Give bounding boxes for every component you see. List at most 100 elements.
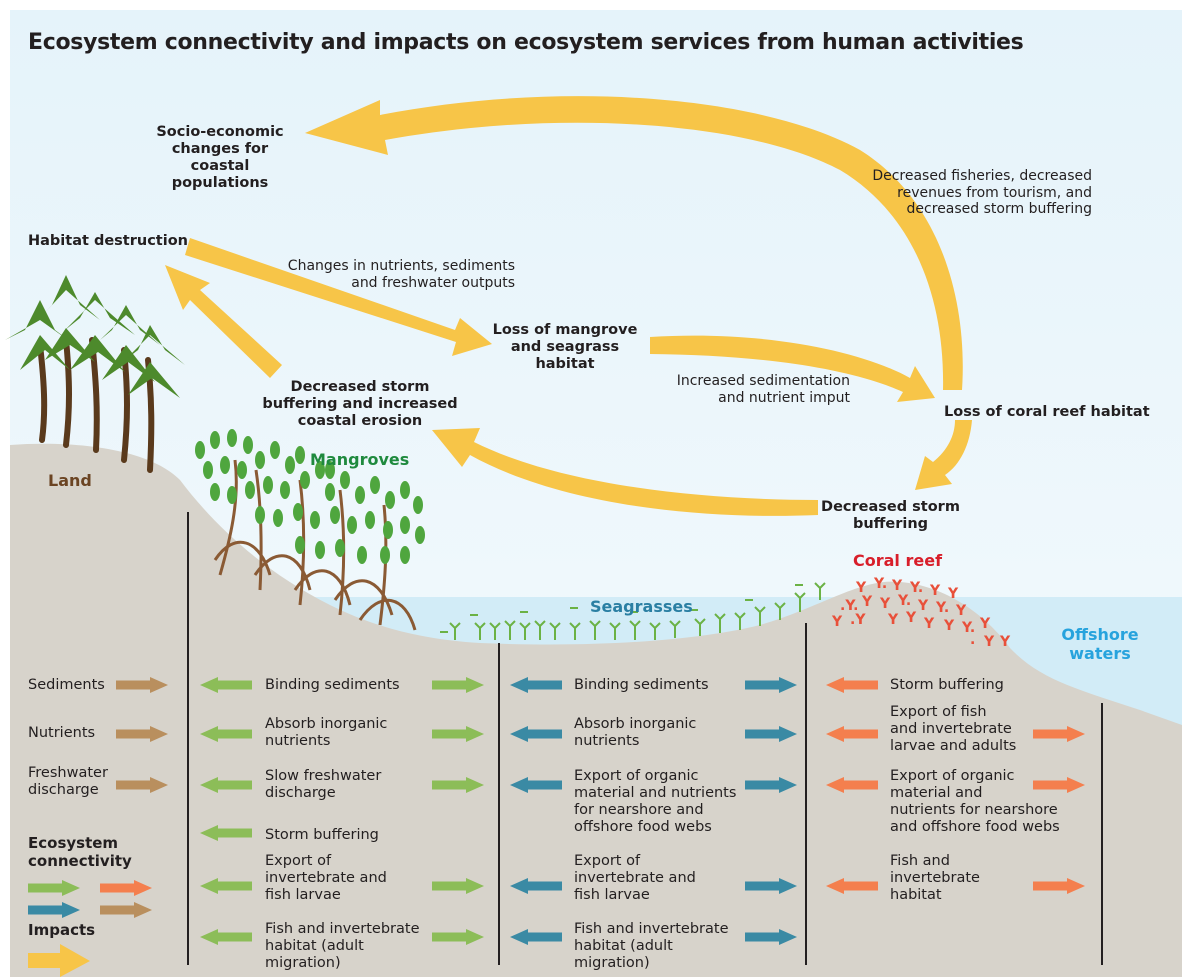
legend-impact-arrow xyxy=(28,944,90,977)
seagrass-arrow-right-3 xyxy=(745,777,797,793)
seagrass-bed xyxy=(440,582,826,640)
svg-text:Y: Y xyxy=(891,578,903,594)
svg-text:Y: Y xyxy=(887,612,899,628)
svg-text:Y: Y xyxy=(923,616,935,632)
loss-mangrove-label: Loss of mangrove and seagrass habitat xyxy=(492,322,638,373)
seagrass-service-2: Absorb inorganic nutrients xyxy=(574,716,697,749)
svg-text:Y.: Y. xyxy=(897,593,911,609)
mangrove-arrow-right-5 xyxy=(432,929,484,945)
coral-service-2: Export of fish and invertebrate larvae a… xyxy=(890,704,1017,754)
mangrove-arrow-left-6 xyxy=(200,929,252,945)
land-arrow-nutrients xyxy=(116,726,168,742)
legend-connectivity-label: Ecosystem connectivity xyxy=(28,834,132,870)
svg-text:.Y.: .Y. xyxy=(840,598,858,614)
mangrove-arrow-right-2 xyxy=(432,726,484,742)
seagrass-arrow-left-3 xyxy=(510,777,562,793)
sedimentation-label: Increased sedimentation and nutrient imp… xyxy=(676,373,850,406)
svg-text:Y: Y xyxy=(831,614,843,630)
loss-coral-label: Loss of coral reef habitat xyxy=(944,404,1150,420)
svg-text:Y: Y xyxy=(855,580,867,596)
svg-text:Y: Y xyxy=(929,583,941,599)
svg-text:Y: Y xyxy=(905,610,917,626)
arrow-erosion-to-habitat xyxy=(165,265,282,378)
seagrass-service-1: Binding sediments xyxy=(574,677,709,693)
storm-erosion-label: Decreased storm buffering and increased … xyxy=(262,379,458,430)
arrow-mangrove-to-coral xyxy=(650,335,935,402)
mangrove-arrow-left-1 xyxy=(200,677,252,693)
legend-arrow-blue xyxy=(28,902,80,918)
arrow-storm-to-erosion xyxy=(432,428,818,516)
land-label: Land xyxy=(48,471,92,490)
legend-arrow-green xyxy=(28,880,80,896)
mangrove-arrow-right-3 xyxy=(432,777,484,793)
coral-service-4: Fish and invertebrate habitat xyxy=(890,853,980,903)
input-nutrients: Nutrients xyxy=(28,725,96,741)
seagrasses-label: Seagrasses xyxy=(590,597,693,616)
seagrass-arrow-right-2 xyxy=(745,726,797,742)
svg-text:Y: Y xyxy=(947,586,959,602)
mangrove-service-2: Absorb inorganic nutrients xyxy=(265,716,388,749)
coral-arrow-left-4 xyxy=(826,878,878,894)
svg-text:Y.: Y. xyxy=(935,600,949,616)
mangrove-arrow-left-3 xyxy=(200,777,252,793)
mangrove-arrow-left-2 xyxy=(200,726,252,742)
mangrove-arrow-right-4 xyxy=(432,878,484,894)
mangrove-trees xyxy=(195,429,425,631)
seagrass-arrow-left-4 xyxy=(510,878,562,894)
coral-arrow-left-3 xyxy=(826,777,878,793)
coral-arrow-left-1 xyxy=(826,677,878,693)
seagrass-service-3: Export of organic material and nutrients… xyxy=(574,768,737,835)
svg-text:Y.: Y. xyxy=(961,620,975,636)
svg-text:Y: Y xyxy=(999,634,1011,650)
svg-text:Y.: Y. xyxy=(909,580,923,596)
svg-text:Y: Y xyxy=(979,616,991,632)
seagrass-service-5: Fish and invertebrate habitat (adult mig… xyxy=(574,921,729,971)
land-trees xyxy=(5,275,185,473)
coral-arrow-right-1 xyxy=(1033,726,1085,742)
svg-text:Y: Y xyxy=(943,618,955,634)
seagrass-arrow-right-4 xyxy=(745,878,797,894)
mangrove-service-1: Binding sediments xyxy=(265,677,400,693)
coral-service-3: Export of organic material and nutrients… xyxy=(890,768,1060,835)
mangrove-arrow-right-1 xyxy=(432,677,484,693)
land-arrow-sediments xyxy=(116,677,168,693)
socio-economic-label: Socio-economic changes for coastal popul… xyxy=(156,124,284,192)
mangrove-service-3: Slow freshwater discharge xyxy=(265,768,382,801)
mangroves-label: Mangroves xyxy=(310,450,410,469)
connectivity-arrows xyxy=(28,677,1085,945)
offshore-label: Offshore waters xyxy=(1061,625,1139,663)
impact-arrows xyxy=(165,96,972,516)
svg-text:Y: Y xyxy=(983,634,995,650)
seagrass-arrow-left-1 xyxy=(510,677,562,693)
seabed-profile xyxy=(10,443,1182,977)
input-sediments: Sediments xyxy=(28,677,105,693)
svg-text:.: . xyxy=(970,632,975,648)
arrow-habitat-to-loss xyxy=(185,238,492,356)
svg-text:Y: Y xyxy=(955,603,967,619)
land-arrow-freshwater xyxy=(116,777,168,793)
svg-text:Y: Y xyxy=(861,594,873,610)
seagrass-arrow-right-5 xyxy=(745,929,797,945)
svg-text:Y: Y xyxy=(879,596,891,612)
mangrove-service-6: Fish and invertebrate habitat (adult mig… xyxy=(265,921,420,971)
mangrove-service-4: Storm buffering xyxy=(265,827,379,843)
seagrass-service-4: Export of invertebrate and fish larvae xyxy=(574,853,696,903)
coral-arrow-right-3 xyxy=(1033,878,1085,894)
coral-reef-label: Coral reef xyxy=(853,551,943,570)
legend-arrow-brown xyxy=(100,902,152,918)
svg-text:Y.: Y. xyxy=(873,576,887,592)
mangrove-arrow-left-5 xyxy=(200,878,252,894)
diagram-title: Ecosystem connectivity and impacts on ec… xyxy=(28,30,1024,55)
seagrass-arrow-right-1 xyxy=(745,677,797,693)
input-freshwater: Freshwater discharge xyxy=(28,765,108,798)
mangrove-arrow-left-4 xyxy=(200,825,252,841)
svg-text:Y: Y xyxy=(917,598,929,614)
mangrove-service-5: Export of invertebrate and fish larvae xyxy=(265,853,387,903)
arrow-fisheries-to-socioeconomic xyxy=(305,96,963,390)
legend-arrow-orange xyxy=(100,880,152,896)
arrow-coral-to-storm xyxy=(915,420,972,490)
seagrass-arrow-left-5 xyxy=(510,929,562,945)
